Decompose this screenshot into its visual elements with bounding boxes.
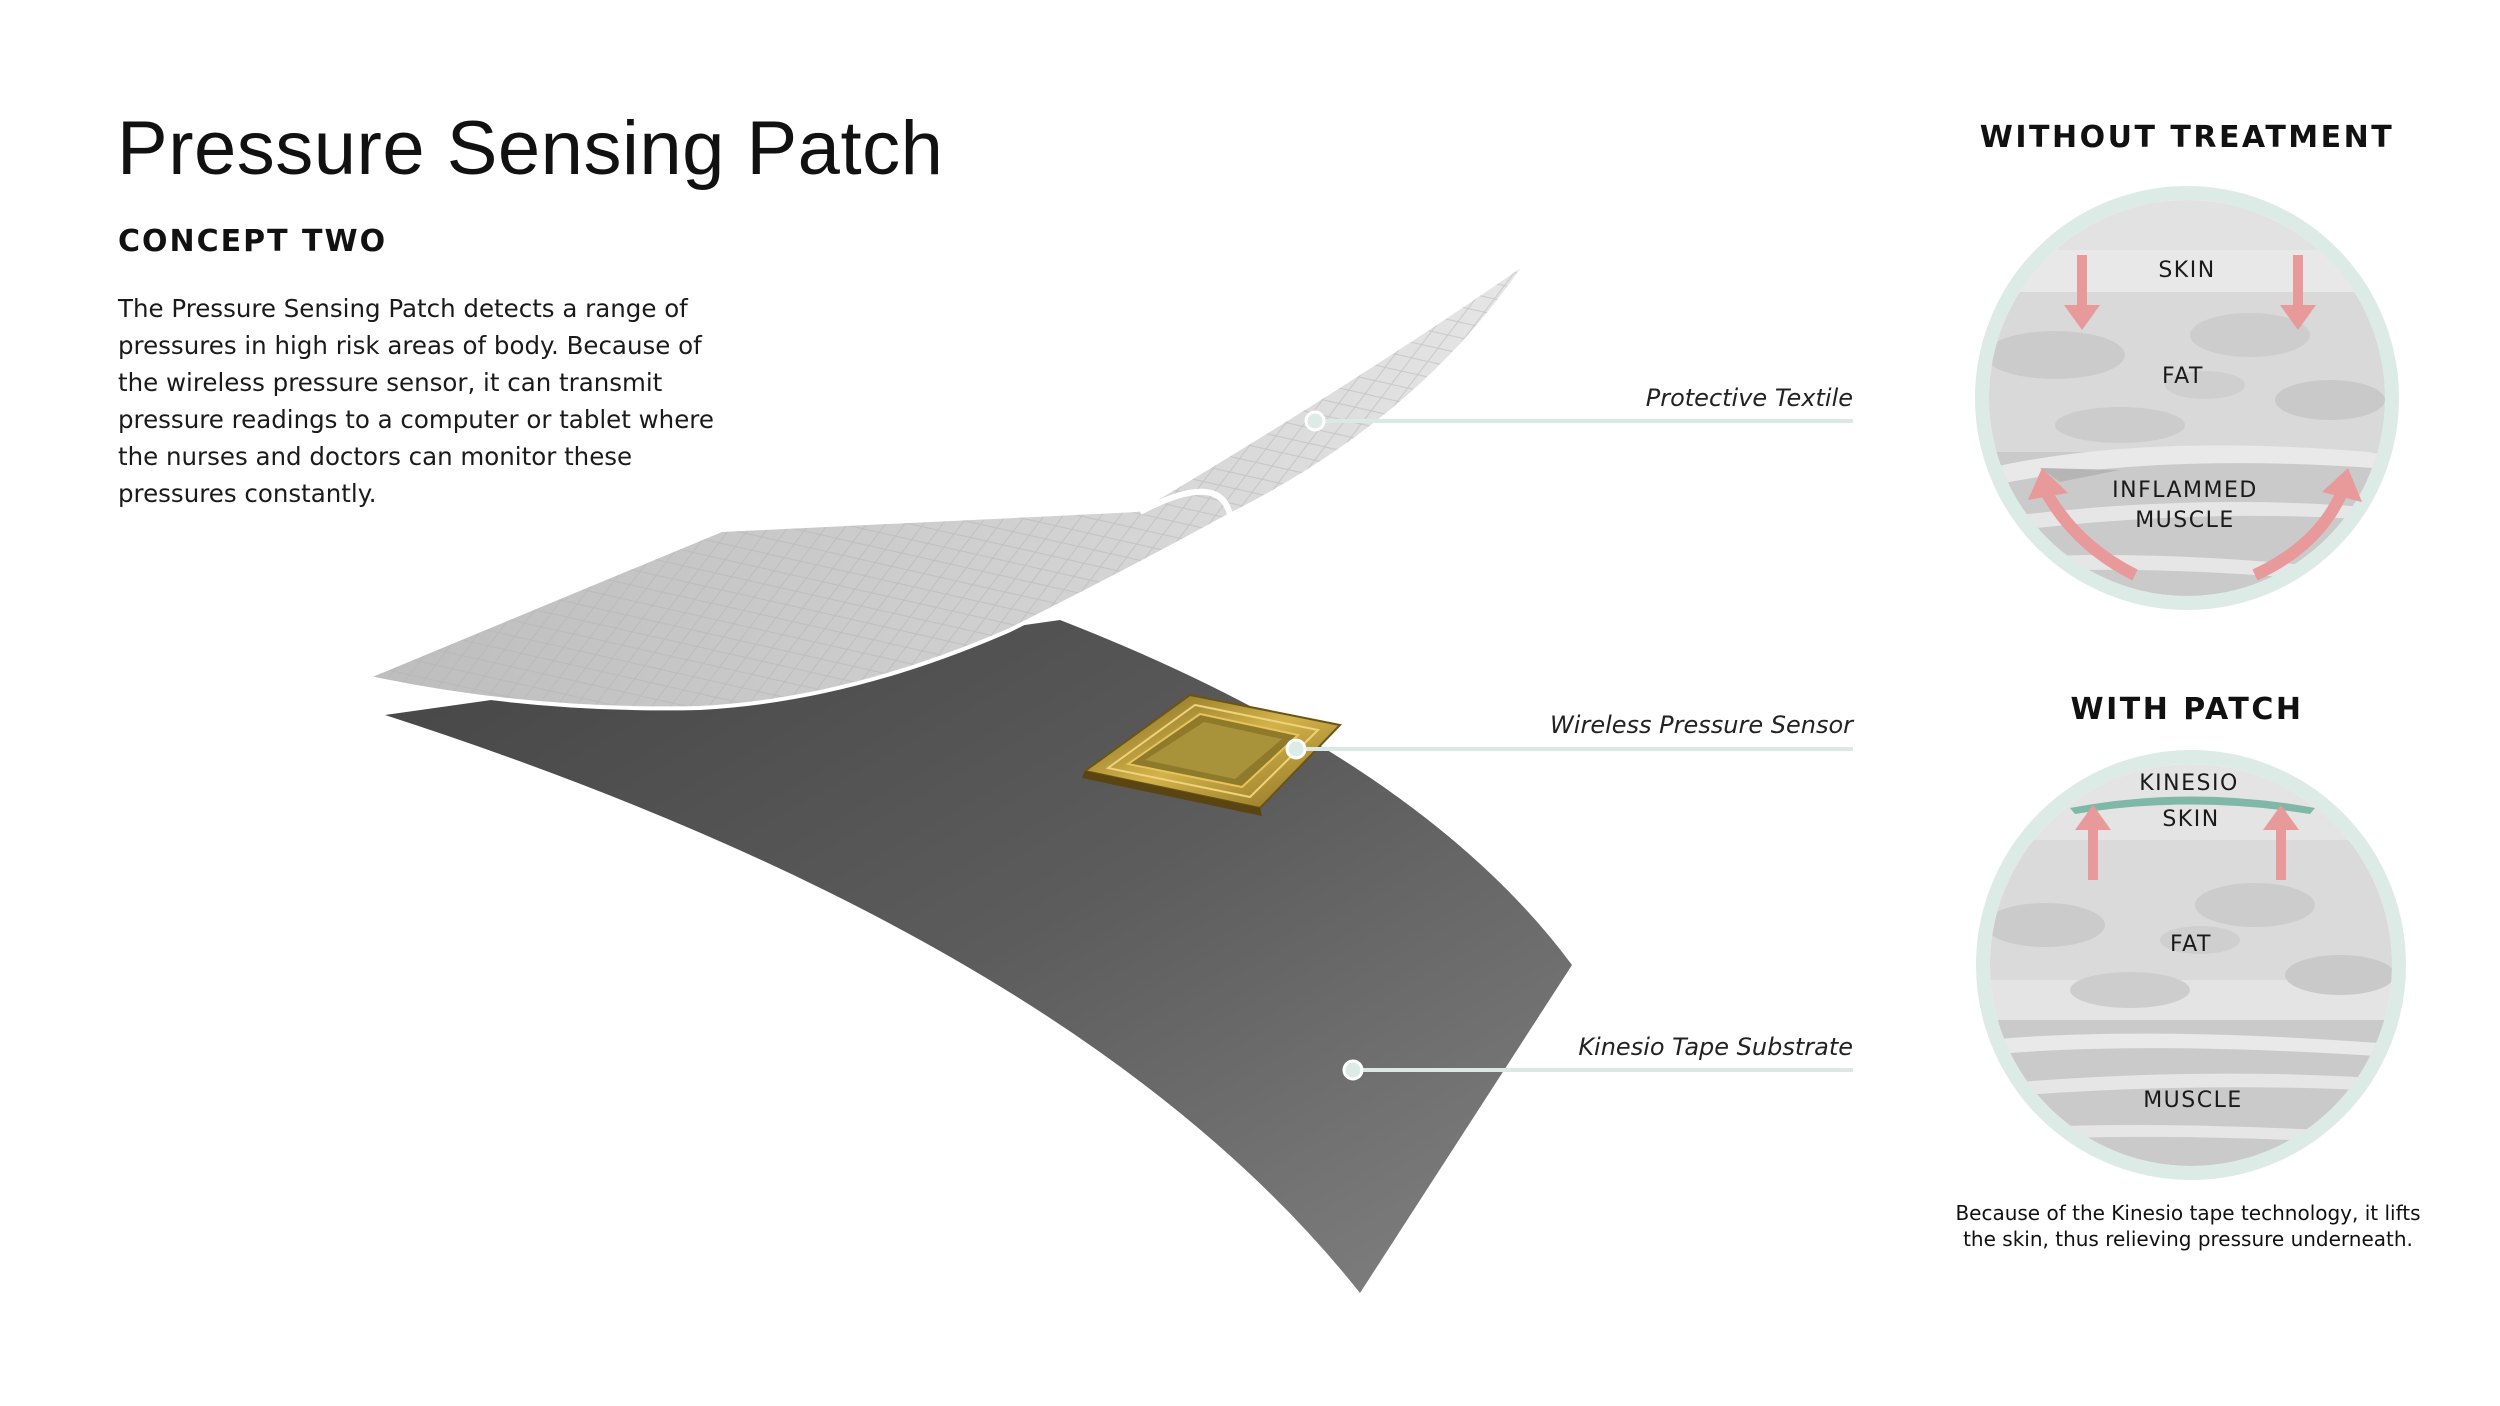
without-treatment-diagram bbox=[1975, 186, 2399, 610]
with-kinesio-label: KINESIO bbox=[2139, 771, 2239, 796]
callout-protective-textile: Protective Textile bbox=[1645, 384, 1853, 412]
callout-wireless-sensor: Wireless Pressure Sensor bbox=[1550, 711, 1853, 739]
concept-subtitle: CONCEPT TWO bbox=[118, 224, 388, 259]
textile-callout-dot bbox=[1304, 410, 1326, 432]
description-paragraph: The Pressure Sensing Patch detects a ran… bbox=[118, 294, 714, 508]
substrate-callout-dot bbox=[1342, 1059, 1364, 1081]
with-muscle-label: MUSCLE bbox=[2143, 1088, 2243, 1113]
without-muscle-label-line2: MUSCLE bbox=[2135, 508, 2235, 533]
without-skin-label: SKIN bbox=[2158, 258, 2216, 283]
without-fat-label: FAT bbox=[2162, 364, 2204, 389]
with-patch-title: WITH PATCH bbox=[2070, 692, 2304, 727]
inflammation-arrow-left bbox=[2039, 487, 2138, 581]
kinesio-band bbox=[2070, 796, 2315, 814]
inflammation-arrow-right bbox=[2252, 487, 2349, 581]
lift-arrow-left bbox=[2075, 805, 2111, 880]
pressure-arrow-right bbox=[2280, 255, 2316, 330]
lift-arrow-right bbox=[2263, 805, 2299, 880]
with-fat-label: FAT bbox=[2170, 932, 2212, 957]
callout-kinesio-substrate: Kinesio Tape Substrate bbox=[1578, 1033, 1853, 1061]
kinesio-substrate bbox=[385, 620, 1572, 1293]
with-skin-label: SKIN bbox=[2162, 807, 2220, 832]
pressure-arrow-left bbox=[2064, 255, 2100, 330]
wireless-pressure-sensor bbox=[1082, 693, 1342, 816]
page-title: Pressure Sensing Patch bbox=[117, 106, 944, 191]
sensor-callout-dot bbox=[1285, 738, 1307, 760]
callout-leaders bbox=[1285, 410, 1853, 1081]
without-muscle-label-line1: INFLAMMED bbox=[2112, 478, 2258, 503]
with-patch-diagram bbox=[1976, 750, 2406, 1180]
without-treatment-title: WITHOUT TREATMENT bbox=[1979, 120, 2395, 155]
with-patch-caption: Because of the Kinesio tape technology, … bbox=[1955, 1201, 2421, 1251]
